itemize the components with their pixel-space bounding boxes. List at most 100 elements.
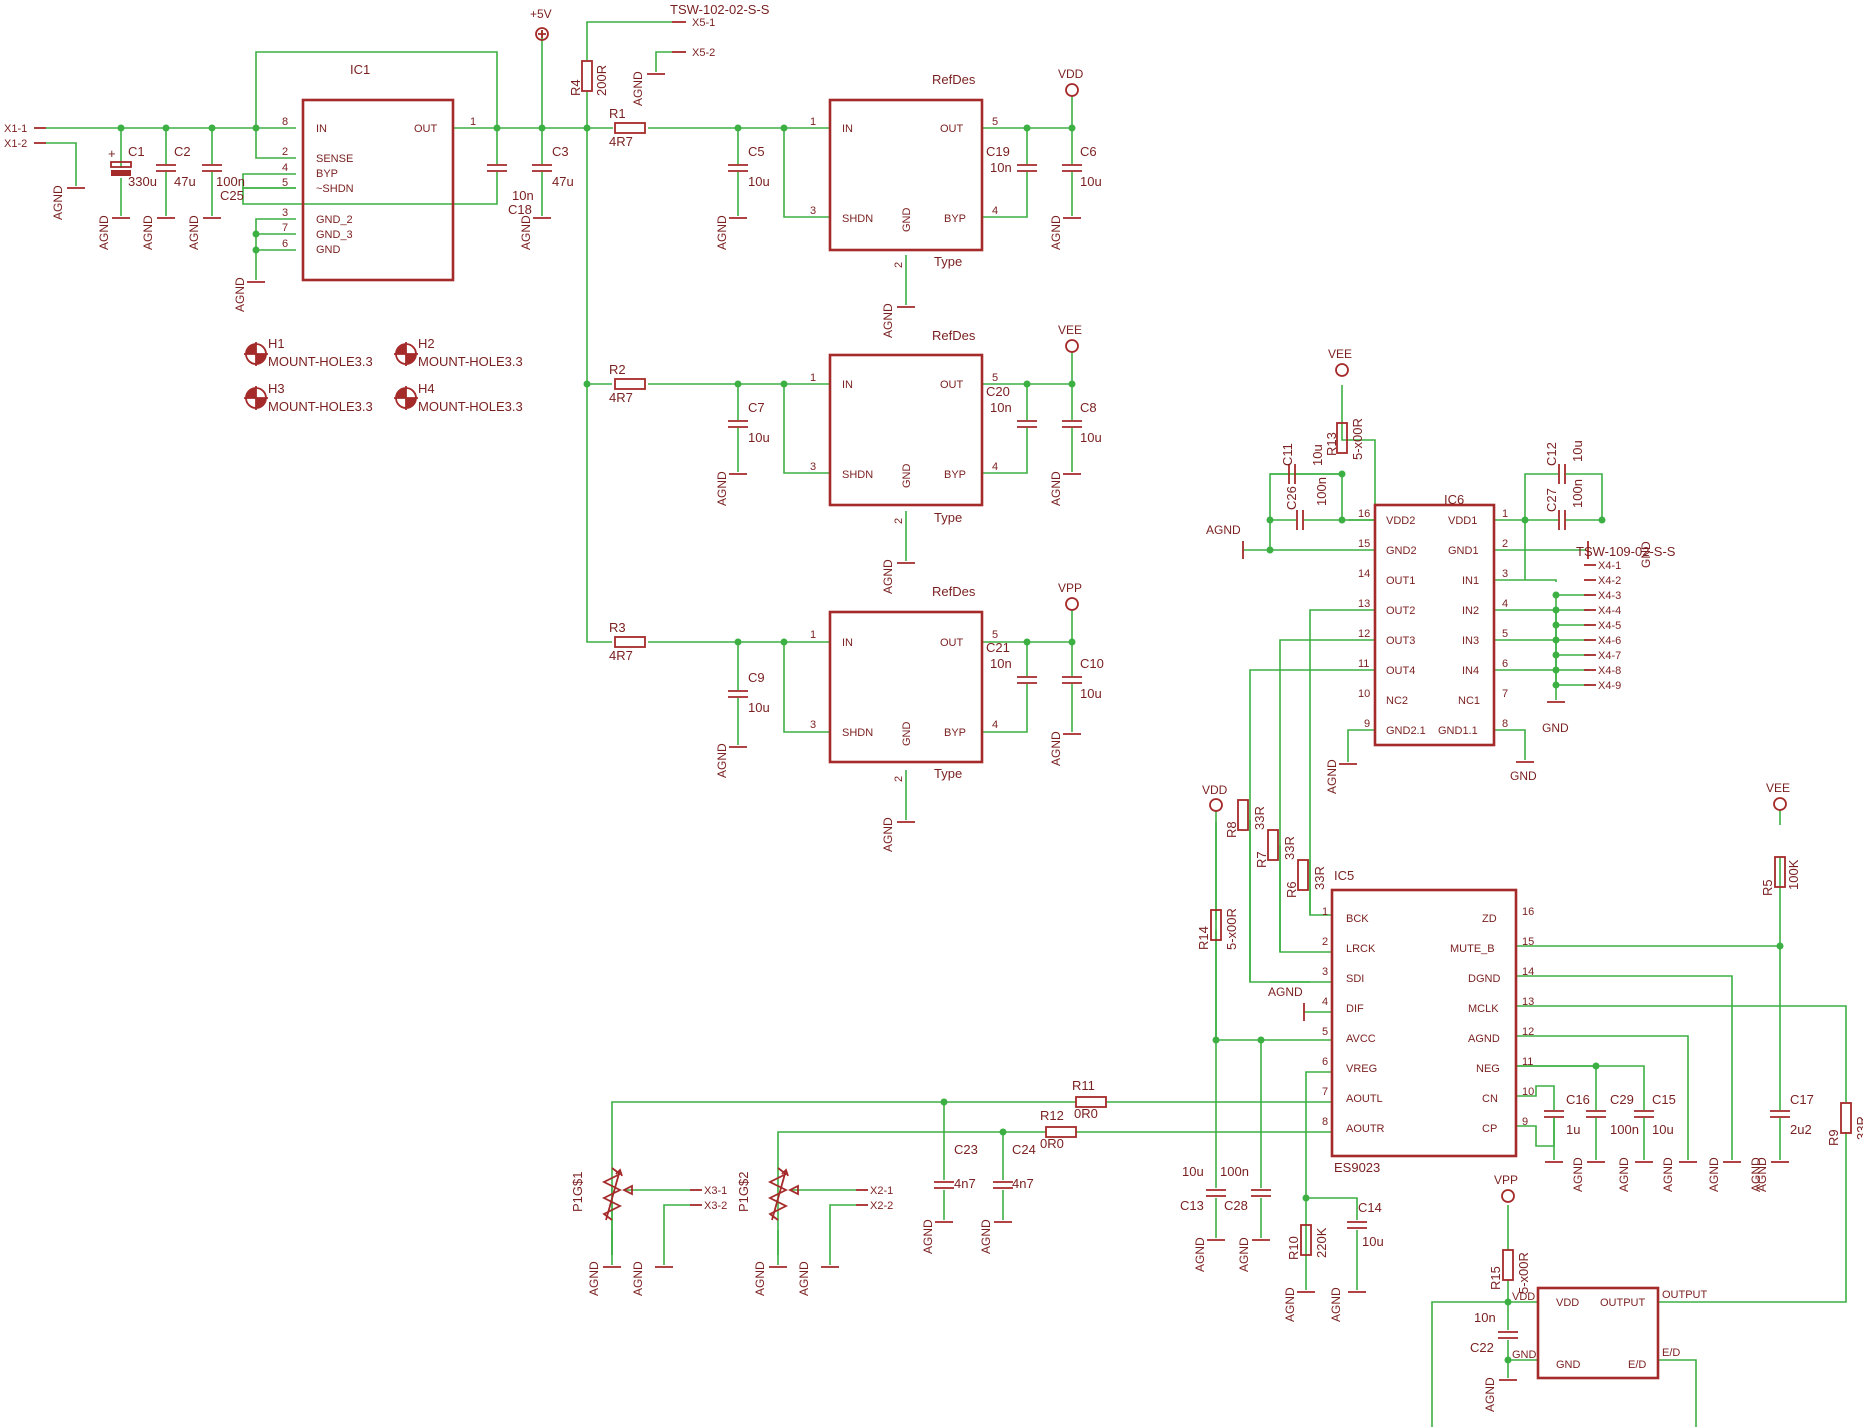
- ic6-pin-number: 11: [1358, 658, 1369, 670]
- x1-2-label: X1-2: [4, 138, 27, 150]
- c15-value: 10u: [1652, 1122, 1674, 1137]
- ic1-pin-shdn: ~SHDN: [316, 183, 354, 195]
- gnd-c14: AGND: [1329, 1287, 1367, 1322]
- agnd-label: AGND: [881, 303, 895, 338]
- agnd-label: AGND: [1237, 1237, 1251, 1272]
- ic1-pin-number: 8: [282, 116, 288, 128]
- capacitor-c10: C10 10u: [1061, 656, 1104, 701]
- ic1-pin-gnd2: GND_2: [316, 214, 353, 226]
- ldo2-pin-in: IN: [842, 379, 853, 391]
- ic5-pin-number: 1: [1322, 906, 1328, 918]
- ic1-ref: IC1: [350, 62, 370, 77]
- ic6-ref: IC6: [1444, 492, 1464, 507]
- ldo1-pin-byp: BYP: [944, 213, 966, 225]
- ic5-pin-cn: CN: [1482, 1093, 1498, 1105]
- osc-pin-vdd: VDD: [1556, 1297, 1579, 1309]
- resistor-r10: R10 220K: [1286, 1224, 1329, 1260]
- gnd-c22: AGND: [1483, 1377, 1518, 1412]
- r2-label: R2: [609, 362, 626, 377]
- capacitor-c6: C6 10u: [1061, 144, 1102, 189]
- c22-label: C22: [1470, 1340, 1494, 1355]
- ic5-pin-zd: ZD: [1482, 913, 1497, 925]
- p1g1-label: P1G$1: [570, 1172, 585, 1212]
- r8-value: 33R: [1252, 806, 1267, 830]
- connectors: X1-1 X1-2 X5-1 X5-2 TSW-102-02-S-S TSW-1…: [4, 2, 1676, 1212]
- r5-label: R5: [1760, 879, 1775, 896]
- ic6-pin-number: 7: [1502, 688, 1508, 700]
- ldo1-pin-number: 3: [810, 205, 816, 217]
- resistor-r8: R8 33R: [1224, 799, 1267, 838]
- r9-value: 33R: [1854, 1116, 1863, 1140]
- c1-label: C1: [128, 144, 145, 159]
- agnd-label: AGND: [1049, 731, 1063, 766]
- gnd-c8: AGND: [1049, 471, 1082, 506]
- resistor-r4: R4 200R: [568, 60, 609, 96]
- agnd-label: AGND: [797, 1261, 811, 1296]
- agnd-label: AGND: [979, 1219, 993, 1254]
- ldo3-pin-shdn: SHDN: [842, 727, 873, 739]
- x5-part: TSW-102-02-S-S: [670, 2, 770, 17]
- osc-pin-gnd: GND: [1556, 1359, 1581, 1371]
- c29-label: C29: [1610, 1092, 1634, 1107]
- c19-label: C19: [986, 144, 1010, 159]
- ic5-pin-mute: MUTE_B: [1450, 943, 1495, 955]
- ic6-pin-number: 5: [1502, 628, 1508, 640]
- gnd-c24: AGND: [979, 1219, 1013, 1254]
- ic6-pin-in4: IN4: [1462, 665, 1479, 677]
- r1-value: 4R7: [609, 134, 633, 149]
- ic1-pin-gnd3: GND_3: [316, 229, 353, 241]
- ic1-pin-in: IN: [316, 123, 327, 135]
- ic5-pin-aoutl: AOUTL: [1346, 1093, 1383, 1105]
- gnd-label: GND: [1510, 769, 1537, 783]
- ldo3-pin-number: 2: [893, 776, 905, 782]
- mount-hole-h3: H3 MOUNT-HOLE3.3: [243, 381, 373, 414]
- c18-value: 10n: [512, 188, 534, 203]
- ldo2-pin-shdn: SHDN: [842, 469, 873, 481]
- capacitor-c29: C29 100n: [1585, 1092, 1639, 1137]
- ic6-pin-number: 15: [1358, 538, 1370, 550]
- x5-2-label: X5-2: [692, 47, 715, 59]
- ic6-pin-vdd1: VDD1: [1448, 515, 1477, 527]
- capacitor-c15: C15 10u: [1633, 1092, 1676, 1137]
- osc-net-output: OUTPUT: [1662, 1289, 1708, 1301]
- gnd-ldo3: AGND: [881, 817, 916, 852]
- h3-label: H3: [268, 381, 285, 396]
- agnd-label: AGND: [51, 185, 65, 220]
- c16-label: C16: [1566, 1092, 1590, 1107]
- supply-vee-2: VEE: [1328, 347, 1352, 377]
- c21-value: 10n: [990, 656, 1012, 671]
- potentiometer-p1g2: P1G$2: [736, 1167, 799, 1221]
- x3-2-label: X3-2: [704, 1200, 727, 1212]
- c7-value: 10u: [748, 430, 770, 445]
- gnd-ldo2: AGND: [881, 559, 916, 594]
- supply-vdd-1: VDD: [1058, 67, 1084, 97]
- ldo2-pin-gnd: GND: [901, 464, 913, 489]
- ldo1-pin-gnd: GND: [901, 208, 913, 233]
- x2-2-label: X2-2: [870, 1200, 893, 1212]
- agnd-label: AGND: [715, 471, 729, 506]
- ldo3-refdes: RefDes: [932, 584, 976, 599]
- gnd-c13: AGND: [1193, 1237, 1226, 1272]
- ic5-pin-dif: DIF: [1346, 1003, 1364, 1015]
- c24-label: C24: [1012, 1142, 1036, 1157]
- capacitor-c11: C11 10u: [1280, 443, 1325, 485]
- connector-x4: TSW-109-02-S-S X4-1 X4-2 X4-3 X4-4 X4-5 …: [1576, 544, 1676, 692]
- ldo1-pin-number: 1: [810, 116, 816, 128]
- capacitor-c12: C12 10u: [1544, 440, 1585, 485]
- capacitor-c17: C17 2u2: [1769, 1092, 1814, 1137]
- ic1-pin-number: 2: [282, 146, 288, 158]
- ic6-pin-number: 8: [1502, 718, 1508, 730]
- capacitor-c16: C16 1u: [1543, 1092, 1590, 1137]
- osc-net-gnd: GND: [1512, 1349, 1537, 1361]
- c20-label: C20: [986, 384, 1010, 399]
- r12-label: R12: [1040, 1108, 1064, 1123]
- gnd-ic5-dif: AGND: [1268, 985, 1305, 1021]
- resistor-r6: R6 33R: [1284, 859, 1327, 898]
- gnd-c2: AGND: [141, 215, 176, 250]
- agnd-label: AGND: [1206, 523, 1241, 537]
- gnd-label: GND: [1542, 721, 1569, 735]
- x3-1-label: X3-1: [704, 1185, 727, 1197]
- ldo3-pin-in: IN: [842, 637, 853, 649]
- p1g2-label: P1G$2: [736, 1172, 751, 1212]
- c29-value: 100n: [1610, 1122, 1639, 1137]
